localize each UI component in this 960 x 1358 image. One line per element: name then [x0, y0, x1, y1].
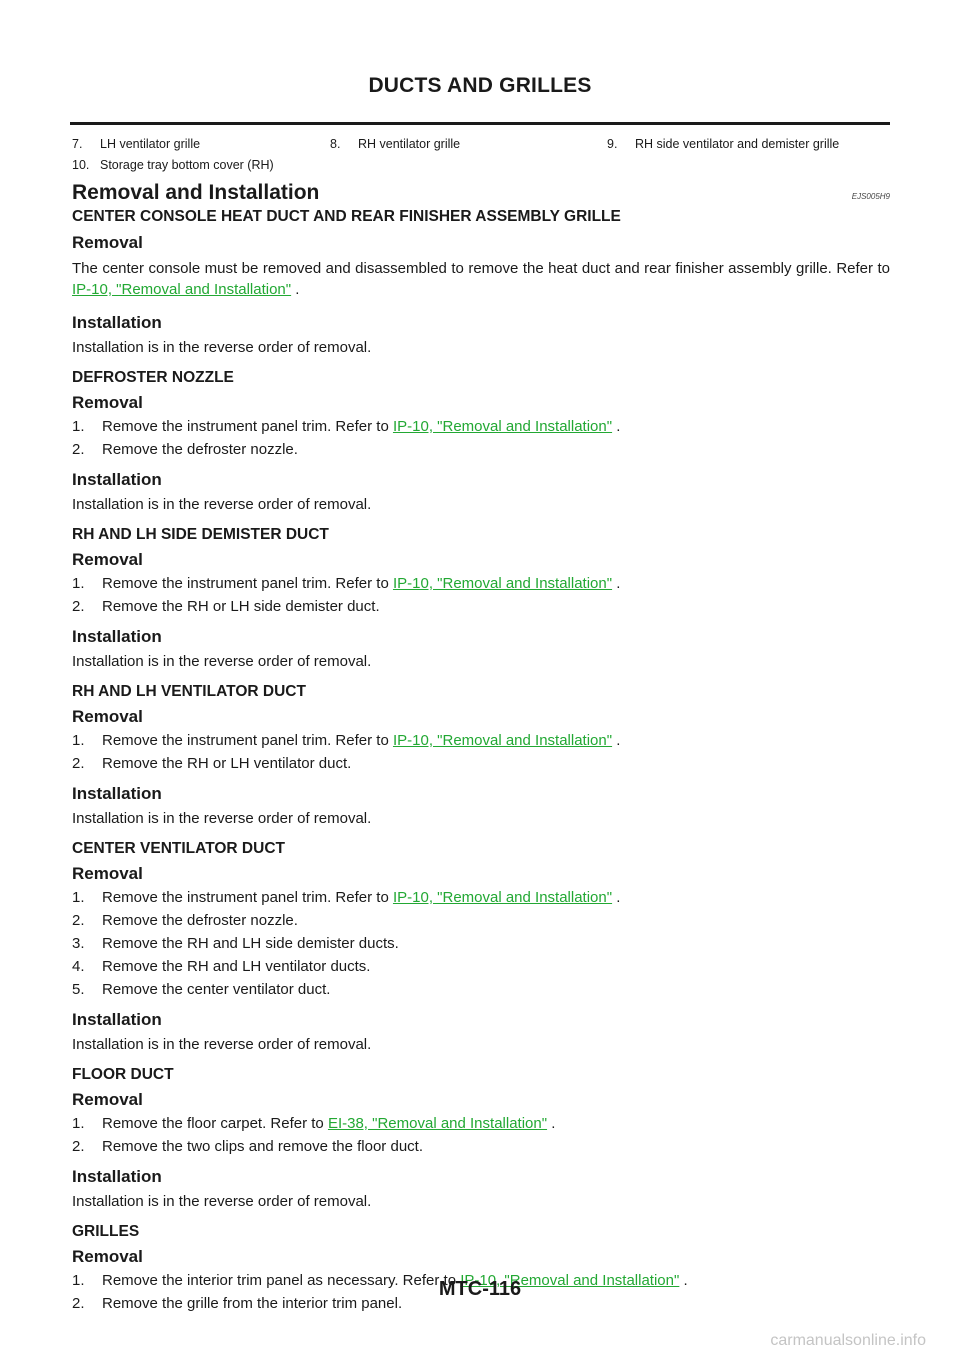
step-item: 2.Remove the defroster nozzle.	[72, 912, 298, 929]
section-title: Removal and Installation	[72, 181, 320, 204]
removal-heading: Removal	[72, 233, 143, 252]
step-item: 1.Remove the interior trim panel as nece…	[72, 1272, 688, 1289]
legend-item: 9.RH side ventilator and demister grille	[607, 137, 840, 151]
step-item: 1.Remove the floor carpet. Refer to EI-3…	[72, 1115, 556, 1132]
ei-38-link[interactable]: EI-38, "Removal and Installation"	[327, 1115, 548, 1132]
legend-row: 7.LH ventilator grille 8.RH ventilator g…	[72, 134, 892, 155]
ip-10-link[interactable]: IP-10, "Removal and Installation"	[72, 281, 292, 298]
legend-item: 8.RH ventilator grille	[330, 137, 461, 151]
installation-text: Installation is in the reverse order of …	[72, 653, 372, 670]
ip-10-link[interactable]: IP-10, "Removal and Installation"	[392, 889, 613, 906]
section-code: EJS005H9	[851, 192, 890, 201]
step-item: 3.Remove the RH and LH side demister duc…	[72, 935, 399, 952]
installation-heading: Installation	[72, 784, 162, 803]
ip-10-link[interactable]: IP-10, "Removal and Installation"	[392, 732, 613, 749]
page-title: DUCTS AND GRILLES	[368, 74, 592, 97]
subsection-title: CENTER CONSOLE HEAT DUCT AND REAR FINISH…	[72, 208, 621, 225]
step-item: 1.Remove the instrument panel trim. Refe…	[72, 732, 621, 749]
subsection-title: RH AND LH VENTILATOR DUCT	[72, 683, 306, 700]
step-item: 1.Remove the instrument panel trim. Refe…	[72, 575, 621, 592]
step-item: 5.Remove the center ventilator duct.	[72, 981, 331, 998]
installation-heading: Installation	[72, 470, 162, 489]
removal-heading: Removal	[72, 393, 143, 412]
subsection-title: CENTER VENTILATOR DUCT	[72, 840, 285, 857]
installation-heading: Installation	[72, 1010, 162, 1029]
installation-text: Installation is in the reverse order of …	[72, 810, 372, 827]
subsection-title: DEFROSTER NOZZLE	[72, 369, 234, 386]
installation-text: Installation is in the reverse order of …	[72, 1193, 372, 1210]
removal-text: The center console must be removed and d…	[72, 260, 890, 298]
legend: 7.LH ventilator grille 8.RH ventilator g…	[72, 134, 892, 176]
removal-heading: Removal	[72, 1247, 143, 1266]
subsection-title: FLOOR DUCT	[72, 1066, 174, 1083]
step-item: 2.Remove the two clips and remove the fl…	[72, 1138, 423, 1155]
page-number: MTC-116	[438, 1278, 522, 1300]
removal-heading: Removal	[72, 550, 143, 569]
installation-text: Installation is in the reverse order of …	[72, 339, 372, 356]
installation-text: Installation is in the reverse order of …	[72, 1036, 372, 1053]
legend-item: 7.LH ventilator grille	[72, 137, 201, 151]
ip-10-link[interactable]: IP-10, "Removal and Installation"	[392, 575, 613, 592]
installation-text: Installation is in the reverse order of …	[72, 496, 372, 513]
section-header: Removal and Installation EJS005H9	[72, 180, 890, 206]
installation-heading: Installation	[72, 627, 162, 646]
step-item: 2.Remove the defroster nozzle.	[72, 441, 298, 458]
removal-heading: Removal	[72, 864, 143, 883]
ip-10-link[interactable]: IP-10, "Removal and Installation"	[392, 418, 613, 435]
installation-heading: Installation	[72, 313, 162, 332]
step-item: 1.Remove the instrument panel trim. Refe…	[72, 418, 621, 435]
ip-10-link[interactable]: IP-10, "Removal and Installation"	[460, 1272, 680, 1289]
removal-heading: Removal	[72, 1090, 143, 1109]
main-content: Removal and Installation EJS005H9 CENTER…	[72, 180, 890, 1314]
step-item: 2.Remove the RH or LH side demister duct…	[72, 598, 380, 615]
removal-heading: Removal	[72, 707, 143, 726]
step-item: 2.Remove the grille from the interior tr…	[72, 1295, 403, 1312]
subsection-title: GRILLES	[72, 1223, 140, 1240]
step-item: 4.Remove the RH and LH ventilator ducts.	[72, 958, 371, 975]
top-rule	[70, 122, 890, 125]
subsection-title: RH AND LH SIDE DEMISTER DUCT	[72, 526, 329, 543]
step-item: 1.Remove the instrument panel trim. Refe…	[72, 889, 621, 906]
legend-row: 10.Storage tray bottom cover (RH)	[72, 155, 892, 176]
step-item: 2.Remove the RH or LH ventilator duct.	[72, 755, 352, 772]
installation-heading: Installation	[72, 1167, 162, 1186]
legend-item: 10.Storage tray bottom cover (RH)	[72, 158, 274, 172]
watermark: carmanualsonline.info	[770, 1332, 926, 1349]
